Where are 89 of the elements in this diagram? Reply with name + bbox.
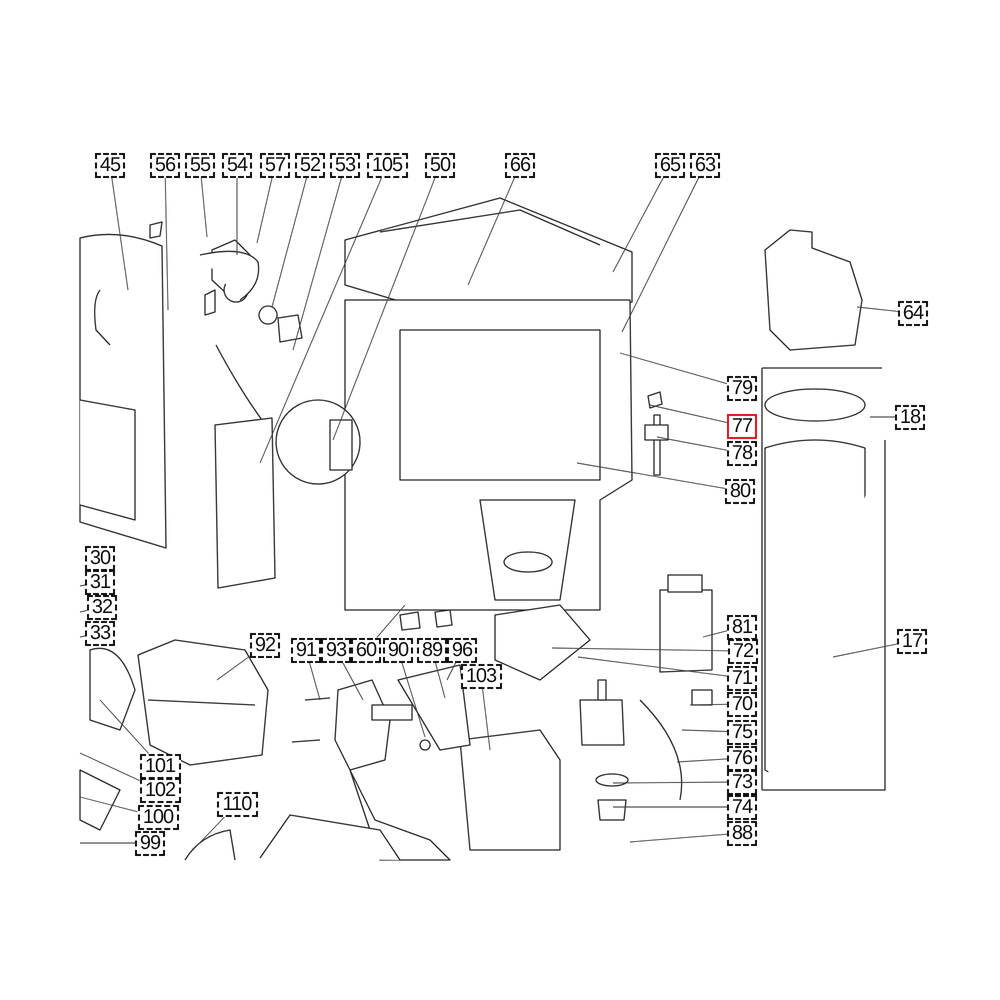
leader-line: [612, 177, 664, 272]
callout-number: 66: [505, 152, 535, 178]
leader-line: [630, 834, 728, 842]
leader-line: [690, 704, 728, 706]
callout-number: 103: [460, 664, 502, 688]
leader-line: [656, 436, 728, 451]
leader-line: [80, 636, 86, 638]
leader-line: [552, 648, 728, 652]
leader-line: [702, 630, 728, 638]
leader-line: [80, 796, 138, 812]
callout-number: 105: [366, 152, 408, 178]
callout-number: 72: [728, 638, 758, 664]
leader-line: [80, 752, 140, 781]
leader-line: [260, 177, 382, 464]
leader-line: [80, 610, 88, 612]
leader-line: [434, 662, 446, 698]
callout-number: 101: [140, 754, 180, 778]
callout-number: 55: [185, 152, 215, 178]
callout-number: 81: [727, 614, 757, 640]
callout-number: 99: [135, 830, 165, 856]
callout-number: 80: [725, 478, 755, 504]
callout-number: 71: [727, 666, 757, 690]
leader-line: [870, 416, 896, 418]
callout-number: 33: [85, 620, 115, 646]
callout-number: 110: [216, 792, 258, 816]
leader-line: [190, 816, 226, 854]
callout-number: 88: [727, 820, 757, 846]
leader-line: [620, 352, 728, 384]
leader-line: [236, 177, 238, 256]
callout-number: 91: [291, 638, 321, 662]
callout-number: 45: [95, 152, 125, 178]
callout-number: 90: [383, 638, 413, 662]
callout-number: 70: [727, 692, 757, 716]
leader-line: [216, 656, 250, 680]
callout-number: 64: [898, 300, 928, 326]
leader-line: [309, 662, 320, 700]
leader-line: [676, 758, 728, 762]
leader-line: [612, 782, 728, 784]
callout-number: 96: [447, 638, 477, 662]
leader-line: [100, 700, 150, 754]
leader-line: [612, 806, 728, 808]
callout-number: 57: [260, 152, 290, 178]
leader-line: [292, 177, 342, 350]
leader-line: [332, 177, 436, 440]
callout-number: 60: [351, 638, 381, 662]
callout-number: 65: [655, 152, 685, 178]
callout-number: 53: [330, 152, 360, 178]
leader-line: [200, 177, 208, 238]
callout-number: 76: [727, 746, 757, 770]
callout-number: 56: [150, 152, 180, 178]
callout-number: 18: [895, 404, 925, 430]
leader-line: [111, 177, 128, 290]
callout-number: 52: [295, 152, 325, 178]
callout-number: 92: [250, 632, 280, 658]
callout-number: 73: [727, 770, 757, 794]
callout-number: 77: [727, 414, 757, 438]
leader-line: [482, 688, 490, 750]
callout-number: 102: [140, 778, 180, 802]
callout-number: 74: [727, 794, 757, 820]
callout-number: 32: [87, 594, 117, 620]
leader-line: [576, 462, 726, 489]
callout-number: 79: [727, 376, 757, 400]
callout-number: 17: [897, 628, 927, 654]
callout-number: 30: [85, 546, 115, 570]
callout-number: 75: [727, 720, 757, 744]
leader-line: [376, 604, 406, 638]
leader-line: [622, 177, 700, 332]
leader-line: [682, 730, 728, 732]
callout-number: 31: [85, 570, 115, 594]
callout-number: 100: [138, 804, 178, 830]
leader-line: [468, 177, 516, 286]
leader-line: [446, 662, 456, 680]
callout-number: 78: [727, 440, 757, 466]
leader-line: [256, 177, 273, 244]
leader-line: [80, 842, 136, 844]
leader-line: [401, 662, 426, 738]
leader-line: [832, 644, 898, 658]
callout-number: 63: [690, 152, 720, 178]
callout-number: 89: [417, 638, 447, 662]
leader-line: [650, 404, 728, 424]
leader-line: [164, 177, 168, 310]
leader-line: [856, 306, 898, 312]
leader-line: [272, 177, 308, 308]
leader-line: [342, 662, 364, 700]
callout-number: 54: [222, 152, 252, 178]
leader-line: [80, 584, 86, 586]
leader-line: [578, 656, 728, 677]
callout-number: 50: [425, 152, 455, 178]
callout-number: 93: [321, 638, 351, 662]
